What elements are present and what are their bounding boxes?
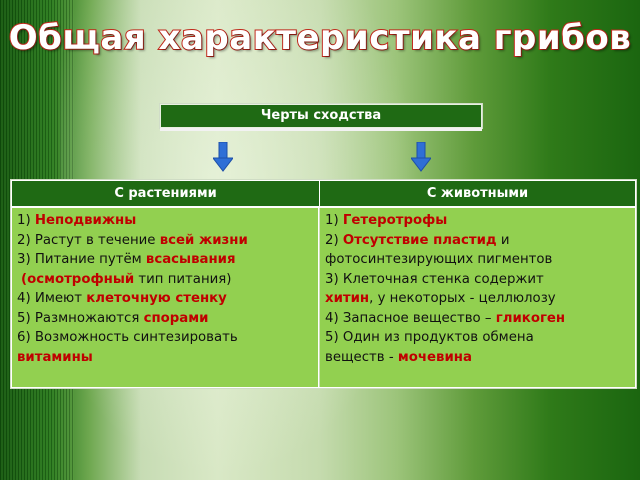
highlight-term: клеточную стенку — [86, 291, 227, 306]
item-text: тип питания) — [134, 271, 232, 287]
item-text: 2) Растут в течение — [17, 232, 160, 248]
animals-item-3-cont: хитин, у некоторых - целлюлозу — [325, 289, 630, 309]
plants-item-5: 5) Размножаются спорами — [17, 309, 313, 329]
highlight-term: мочевина — [397, 349, 472, 365]
animals-item-5: 5) Один из продуктов обмена — [325, 328, 630, 348]
item-number: 2) — [325, 232, 343, 248]
animals-item-2-cont: фотосинтезирующих пигментов — [325, 250, 630, 270]
item-text: , у некоторых - целлюлозу — [369, 291, 556, 306]
item-text: 3) Клеточная стенка содержит — [325, 271, 544, 287]
header-animals: С животными — [320, 181, 635, 208]
item-text: и — [496, 232, 510, 248]
highlight-term: гликоген — [495, 310, 566, 326]
plants-item-1: 1) Неподвижны — [17, 211, 313, 231]
comparison-table: С растениями С животными 1) Неподвижны 2… — [11, 180, 636, 388]
animals-cell: 1) Гетеротрофы 2) Отсутствие пластид и ф… — [320, 208, 635, 387]
plants-item-2: 2) Растут в течение всей жизни — [17, 231, 313, 251]
highlight-term: (осмотрофный — [21, 271, 135, 287]
item-text: веществ - — [325, 349, 398, 365]
highlight-term: витамины — [17, 349, 93, 365]
item-number: 1) — [325, 213, 343, 228]
plants-item-3-cont: (осмотрофный тип питания) — [17, 270, 313, 290]
animals-item-5-cont: веществ - мочевина — [325, 348, 630, 368]
plants-item-6: 6) Возможность синтезировать — [17, 328, 313, 348]
highlight-term: всей жизни — [159, 232, 248, 248]
highlight-term: Отсутствие пластид — [342, 232, 497, 248]
slide-title: Общая характеристика грибов — [8, 17, 632, 59]
item-text: 4) Запасное вещество – — [325, 310, 496, 326]
plants-item-4: 4) Имеют клеточную стенку — [17, 289, 313, 309]
plants-cell: 1) Неподвижны 2) Растут в течение всей ж… — [12, 208, 319, 387]
highlight-term: хитин — [325, 291, 370, 306]
item-text: 3) Питание путём — [17, 252, 146, 267]
highlight-term: всасывания — [145, 252, 236, 267]
item-number: 1) — [17, 213, 35, 228]
item-text: 6) Возможность синтезировать — [17, 330, 238, 345]
item-text: 4) Имеют — [17, 291, 87, 306]
plants-item-6-cont: витамины — [17, 348, 313, 368]
item-text: 5) Один из продуктов обмена — [325, 330, 534, 345]
highlight-term: Неподвижны — [34, 213, 137, 228]
highlight-term: Гетеротрофы — [342, 213, 448, 228]
similarity-underline — [160, 128, 482, 131]
header-plants: С растениями — [12, 181, 320, 208]
animals-item-3: 3) Клеточная стенка содержит — [325, 270, 630, 290]
similarity-label: Черты сходства — [160, 104, 482, 128]
animals-item-1: 1) Гетеротрофы — [325, 211, 630, 231]
highlight-term: спорами — [143, 310, 209, 326]
animals-item-2: 2) Отсутствие пластид и — [325, 231, 630, 251]
animals-item-4: 4) Запасное вещество – гликоген — [325, 309, 630, 329]
item-text: фотосинтезирующих пигментов — [325, 252, 553, 267]
arrow-down-icon — [213, 142, 233, 172]
item-text: 5) Размножаются — [17, 310, 144, 326]
arrow-down-icon — [411, 142, 431, 172]
plants-item-3: 3) Питание путём всасывания — [17, 250, 313, 270]
